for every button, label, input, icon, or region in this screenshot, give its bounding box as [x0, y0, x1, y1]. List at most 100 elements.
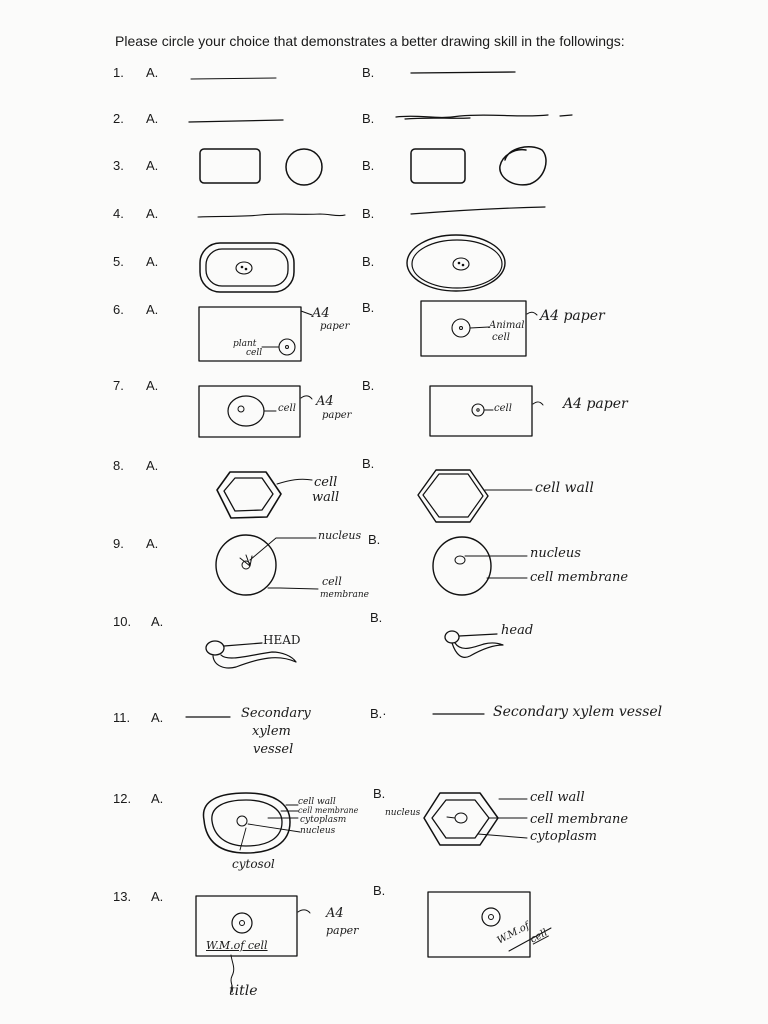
question-number: 4.	[113, 206, 124, 221]
question-number: 7.	[113, 378, 124, 393]
q7b-paper-label: A4 paper	[563, 396, 628, 412]
q12b-membrane-label: cell membrane	[530, 812, 629, 827]
option-a-label[interactable]: A.	[146, 158, 159, 173]
q6-b-diagram	[420, 300, 538, 357]
question-number: 10.	[113, 614, 132, 629]
q6-a-diagram	[198, 306, 313, 362]
option-b-label[interactable]: B.	[362, 206, 375, 221]
q8-a-cell	[216, 471, 313, 519]
q12a-cytosol-label: cytosol	[232, 857, 275, 871]
option-b-label[interactable]: B.	[362, 111, 375, 126]
q11b-label: Secondary xylem vessel	[493, 704, 663, 720]
question-number: 12.	[113, 791, 132, 806]
q1-a-line	[190, 77, 277, 80]
q7-a-diagram	[198, 385, 313, 438]
option-b-label[interactable]: B.	[362, 254, 375, 269]
q12b-wall-label: cell wall	[530, 790, 585, 805]
q6b-paper-label: A4 paper	[540, 308, 605, 324]
q6b-cell-label: Animal	[489, 320, 525, 331]
q6b-cell-label-2: cell	[492, 332, 510, 343]
question-number: 8.	[113, 458, 124, 473]
q10-b-sperm	[444, 630, 504, 658]
q6a-paper-label-2: paper	[320, 321, 350, 332]
q9b-nucleus-label: nucleus	[530, 546, 581, 561]
q3-b-rect	[410, 148, 466, 184]
q12a-cytoplasm-label: cytoplasm	[300, 815, 347, 825]
question-number: 6.	[113, 302, 124, 317]
q13a-paper-label: A4	[326, 906, 344, 921]
option-a-label[interactable]: A.	[146, 302, 159, 317]
q8-b-cell	[417, 469, 533, 523]
option-b-label[interactable]: B.	[368, 532, 381, 547]
q12-b-cell	[423, 792, 528, 846]
option-a-label[interactable]: A.	[146, 536, 159, 551]
question-number: 11.	[113, 710, 131, 725]
option-a-label[interactable]: A.	[146, 378, 159, 393]
q11a-label-2: xylem	[252, 724, 291, 739]
q1-b-line	[410, 71, 516, 74]
option-b-label[interactable]: B.	[362, 65, 375, 80]
q10-a-sperm	[205, 640, 297, 669]
q11a-label-1: Secondary	[241, 706, 311, 721]
option-b-label[interactable]: B.	[370, 610, 383, 625]
option-b-label[interactable]: B.	[362, 456, 375, 471]
question-number: 3.	[113, 158, 124, 173]
q12-a-cell	[202, 792, 301, 854]
q7a-paper-label: A4	[316, 394, 334, 409]
q13a-wm-label: W.M.of cell	[206, 939, 268, 952]
q10a-head-label: HEAD	[263, 633, 301, 647]
q13-a-diagram	[195, 895, 311, 993]
q9a-nucleus-label: nucleus	[318, 529, 362, 542]
option-b-label[interactable]: B.	[362, 378, 375, 393]
q10b-head-label: head	[501, 623, 534, 638]
option-a-label[interactable]: A.	[151, 614, 164, 629]
question-number: 2.	[113, 111, 124, 126]
question-number: 9.	[113, 536, 124, 551]
q12b-nucleus-label: nucleus	[385, 808, 421, 818]
q7a-cell-label: cell	[278, 403, 296, 414]
option-b-label[interactable]: B.	[362, 300, 375, 315]
question-number: 5.	[113, 254, 124, 269]
q9a-membrane-label-2: membrane	[320, 590, 369, 600]
q5-b-cell	[406, 234, 506, 292]
q6a-cell-label-2: cell	[246, 348, 263, 358]
q9-a-cell	[215, 534, 319, 596]
option-a-label[interactable]: A.	[151, 889, 164, 904]
option-b-label[interactable]: B.	[362, 158, 375, 173]
instruction-text: Please circle your choice that demonstra…	[115, 33, 625, 49]
q11a-label-3: vessel	[253, 742, 294, 757]
q13-b-diagram	[427, 891, 552, 958]
q4-b-line	[410, 206, 546, 215]
option-b-label[interactable]: B.	[373, 883, 386, 898]
q9-b-cell	[432, 536, 528, 596]
q9b-membrane-label: cell membrane	[530, 570, 629, 585]
q5-a-cell	[199, 242, 295, 293]
option-b-label[interactable]: B.·	[370, 706, 387, 721]
q7b-cell-label: cell	[494, 403, 512, 414]
option-a-label[interactable]: A.	[146, 458, 159, 473]
q9a-membrane-label: cell	[322, 575, 342, 588]
q12a-membrane-label: cell membrane	[298, 806, 359, 815]
q6a-paper-label: A4	[312, 306, 330, 321]
q13a-paper-label-2: paper	[326, 924, 359, 937]
option-a-label[interactable]: A.	[151, 710, 164, 725]
option-a-label[interactable]: A.	[146, 111, 159, 126]
question-number: 13.	[113, 889, 132, 904]
q13a-title-label: title	[229, 983, 258, 999]
q6a-cell-label: plant	[233, 339, 257, 349]
q7a-paper-label-2: paper	[322, 410, 352, 421]
option-a-label[interactable]: A.	[146, 254, 159, 269]
q3-b-circle	[499, 146, 547, 186]
q4-a-line	[197, 213, 346, 218]
q8b-wall-label: cell wall	[535, 480, 594, 496]
question-number: 1.	[113, 65, 124, 80]
option-a-label[interactable]: A.	[146, 206, 159, 221]
q2-a-line	[188, 119, 284, 123]
q7-b-diagram	[429, 385, 544, 437]
option-a-label[interactable]: A.	[151, 791, 164, 806]
q12b-cytoplasm-label: cytoplasm	[530, 829, 597, 844]
q12a-nucleus-label: nucleus	[300, 826, 336, 836]
option-b-label[interactable]: B.	[373, 786, 386, 801]
option-a-label[interactable]: A.	[146, 65, 159, 80]
